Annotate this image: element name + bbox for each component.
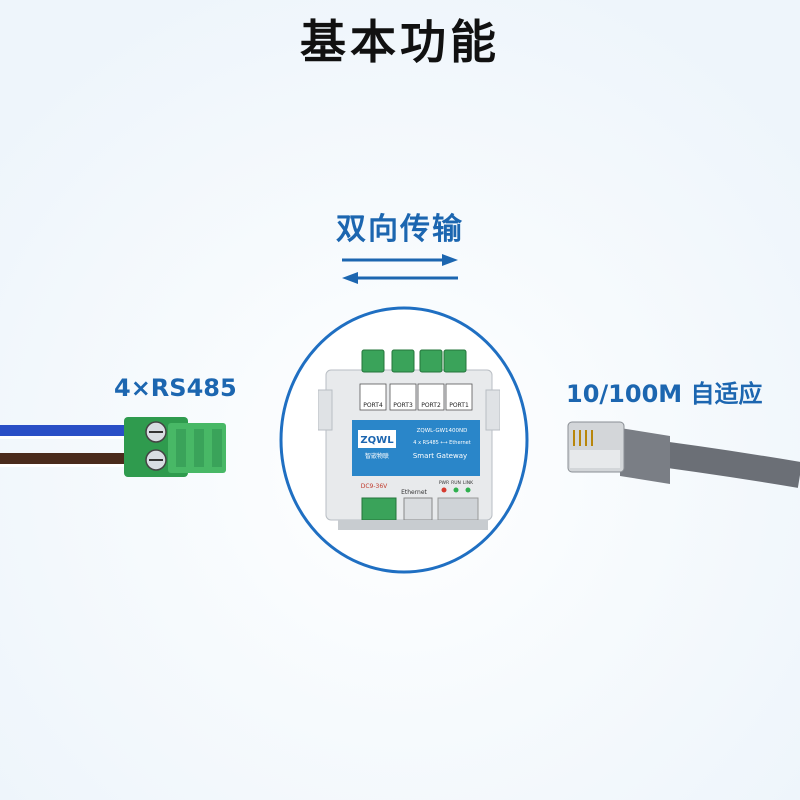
transfer-label: 双向传输 xyxy=(336,212,464,247)
bidirectional-arrows-icon xyxy=(342,254,458,284)
port-label: PORT1 xyxy=(449,402,469,409)
rs485-terminal-cable xyxy=(0,417,226,477)
led-label: RUN xyxy=(451,480,461,486)
led-label: LINK xyxy=(463,480,474,486)
port-label: PORT4 xyxy=(363,402,383,409)
led-label: PWR xyxy=(439,480,449,486)
device-name: Smart Gateway xyxy=(413,452,467,460)
device-model: ZQWL-GW1400ND xyxy=(417,428,468,434)
power-label: DC9-36V xyxy=(361,483,388,490)
ethernet-speed-label: 10/100M 自适应 xyxy=(566,380,763,408)
device-function: 4 x RS485 ⟷ Ethernet xyxy=(413,440,470,446)
smart-gateway-device: PORT4 PORT3 PORT2 PORT1 ZQWL 智嵌物联 ZQWL-G… xyxy=(318,349,500,530)
port-label: PORT2 xyxy=(421,402,441,409)
ethernet-label: Ethernet xyxy=(401,489,427,496)
brand-cn: 智嵌物联 xyxy=(365,452,389,460)
brand-logo: ZQWL xyxy=(360,435,394,446)
rj45-ethernet-cable xyxy=(567,421,800,488)
rs485-label: 4×RS485 xyxy=(114,374,237,402)
port-label: PORT3 xyxy=(393,402,413,409)
page-title: 基本功能 xyxy=(300,15,500,69)
